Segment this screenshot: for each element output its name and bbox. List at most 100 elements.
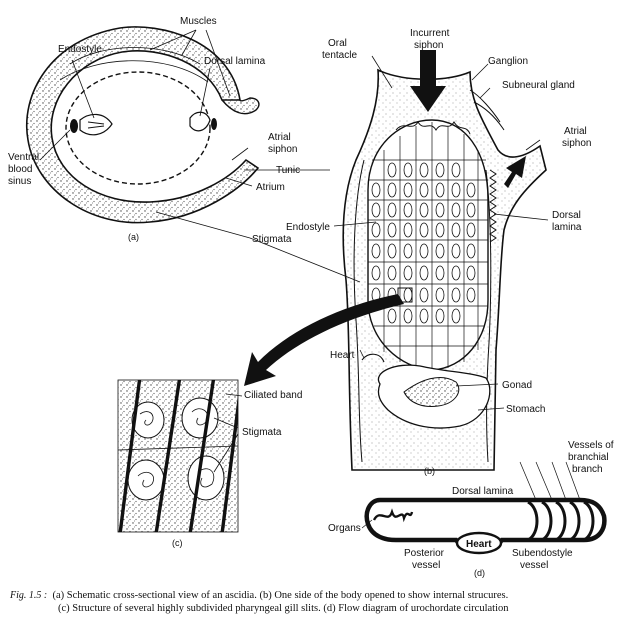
label-dorsal-b-2: lamina: [552, 222, 582, 233]
label-ventral-1: Ventral: [8, 152, 39, 163]
label-ciliated-band: Ciliated band: [244, 390, 302, 401]
label-atrium: Atrium: [256, 182, 285, 193]
label-endostyle-b: Endostyle: [286, 222, 330, 233]
stigma-slit: [419, 308, 429, 324]
label-dorsal-lamina-a: Dorsal lamina: [204, 56, 266, 67]
figure-number: Fig. 1.5 :: [10, 590, 48, 601]
label-dorsal-b-1: Dorsal: [552, 210, 581, 221]
stigma-slit: [419, 202, 429, 218]
stigma-slit: [419, 265, 429, 281]
pharynx-wall: [65, 71, 211, 185]
label-ventral-2: blood: [8, 164, 32, 175]
stigma-slit: [435, 265, 445, 281]
stigma-slit: [387, 222, 397, 238]
label-stigmata-a: Stigmata: [252, 234, 292, 245]
label-tunic: Tunic: [276, 165, 300, 176]
label-dorsal-lamina-d: Dorsal lamina: [452, 486, 514, 497]
label-heart-d: Heart: [466, 539, 492, 550]
stigma-slit: [466, 182, 476, 198]
panel-c-gill-slits: Ciliated band Stigmata (c): [117, 379, 302, 548]
pharyngeal-basket: [367, 119, 489, 371]
stigma-slit: [387, 243, 397, 259]
stigma-slit: [371, 265, 381, 281]
stigma-slit: [403, 222, 413, 238]
stigma-slit: [419, 243, 429, 259]
stigma-slit: [466, 265, 476, 281]
stigma-slit: [387, 308, 397, 324]
label-atrial-siphon-a-1: Atrial: [268, 132, 291, 143]
label-heart-b: Heart: [330, 350, 355, 361]
stigma-slit: [451, 202, 461, 218]
stigma-slit: [435, 162, 445, 178]
gonad-shape: [403, 377, 460, 407]
dorsal-lamina-shape: [189, 111, 211, 132]
panel-b-opened-body: Oral tentacle Incurrent siphon Ganglion …: [244, 28, 591, 476]
label-posterior-1: Posterior: [404, 548, 445, 559]
stigma-slit: [403, 162, 413, 178]
label-gonad: Gonad: [502, 380, 532, 391]
endostyle-shape: [79, 113, 113, 136]
label-vessels-3: branch: [572, 464, 603, 475]
stigma-slit: [466, 202, 476, 218]
stigma-slit: [451, 162, 461, 178]
label-atrial-b-1: Atrial: [564, 126, 587, 137]
label-oral-1: Oral: [328, 38, 347, 49]
stigma-slit: [451, 308, 461, 324]
label-posterior-2: vessel: [412, 560, 440, 571]
zoom-arrow: [244, 294, 404, 386]
tag-b: (b): [424, 466, 435, 476]
tag-a: (a): [128, 232, 139, 242]
label-incurrent-2: siphon: [414, 40, 443, 51]
label-muscles: Muscles: [180, 16, 217, 27]
stigma-slit: [387, 202, 397, 218]
label-endostyle-a: Endostyle: [58, 44, 102, 55]
tag-d: (d): [474, 568, 485, 578]
stigma-slit: [403, 182, 413, 198]
tag-c: (c): [172, 538, 183, 548]
label-subendostyle-2: vessel: [520, 560, 548, 571]
stigma-slit: [451, 287, 461, 303]
stigma-slit: [371, 182, 381, 198]
figure-caption: Fig. 1.5 : (a) Schematic cross-sectional…: [10, 589, 610, 615]
label-subendostyle-1: Subendostyle: [512, 548, 573, 559]
label-stomach: Stomach: [506, 404, 545, 415]
stigma-slit: [387, 265, 397, 281]
label-stigmata-c: Stigmata: [242, 427, 282, 438]
stigma-slit: [435, 202, 445, 218]
stigma-slit: [419, 222, 429, 238]
label-vessels-1: Vessels of: [568, 440, 614, 451]
panel-a-cross-section: Muscles Endostyle Dorsal lamina Atrial s…: [8, 16, 361, 283]
stigma-slit: [403, 202, 413, 218]
atrial-arrow: [504, 156, 526, 188]
label-oral-2: tentacle: [322, 50, 357, 61]
label-ganglion: Ganglion: [488, 56, 528, 67]
stigma-slit: [371, 222, 381, 238]
stigma-slit: [403, 265, 413, 281]
label-atrial-b-2: siphon: [562, 138, 591, 149]
stigma-slit: [451, 222, 461, 238]
stigma-slit: [451, 243, 461, 259]
label-atrial-siphon-a-2: siphon: [268, 144, 297, 155]
stigma-slit: [403, 308, 413, 324]
stigma-slit: [419, 162, 429, 178]
stigma-slit: [466, 287, 476, 303]
stigma-slit: [387, 182, 397, 198]
stigma-slit: [466, 243, 476, 259]
label-incurrent-1: Incurrent: [410, 28, 450, 39]
stigma-slit: [451, 182, 461, 198]
heart-d: [455, 531, 503, 555]
stigma-slit: [435, 287, 445, 303]
stigma-slit: [435, 182, 445, 198]
stigma-slit: [435, 222, 445, 238]
stigma-slit: [387, 162, 397, 178]
caption-line-2: (c) Structure of several highly subdivid…: [58, 603, 509, 614]
stigma-slit: [435, 308, 445, 324]
stigma-slit: [371, 243, 381, 259]
incurrent-arrow: [410, 50, 446, 112]
label-ventral-3: sinus: [8, 176, 31, 187]
stigma-slit: [371, 202, 381, 218]
stigma-slit: [466, 222, 476, 238]
stigma-slit: [451, 265, 461, 281]
stigma-slit: [435, 243, 445, 259]
